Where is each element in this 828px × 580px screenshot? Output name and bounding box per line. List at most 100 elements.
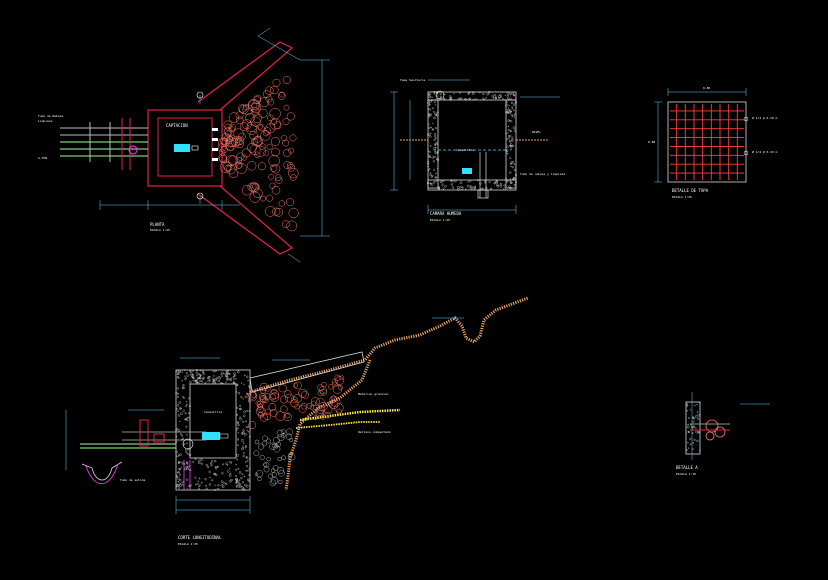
stone — [338, 384, 343, 390]
hatch-dot — [429, 108, 432, 111]
stone — [269, 107, 281, 120]
stone — [262, 435, 268, 441]
stone — [281, 135, 288, 142]
stone — [251, 107, 260, 116]
hatch-dot — [220, 382, 223, 384]
hatch-dot — [459, 97, 462, 100]
hatch-dot — [221, 485, 225, 488]
hatch-dot — [439, 180, 443, 184]
stone — [248, 421, 257, 429]
hatch-dot — [198, 488, 200, 490]
hatch-dot — [510, 101, 513, 104]
hatch-dot — [186, 461, 189, 464]
stone — [283, 148, 292, 157]
hatch-dot — [428, 123, 430, 125]
hatch-dot — [204, 478, 207, 481]
hatch-dot — [442, 187, 445, 190]
hatch-dot — [509, 187, 512, 190]
detail-wall — [685, 401, 701, 455]
hatch-dot — [495, 181, 498, 184]
stone — [288, 167, 299, 179]
hatch-dot — [432, 160, 435, 163]
stone — [259, 97, 269, 108]
hatch-dot — [461, 188, 463, 191]
hatch-dot — [195, 371, 198, 374]
hatch-dot — [506, 152, 509, 155]
plan-gravel-stones — [217, 76, 299, 232]
hatch-dot — [505, 177, 508, 180]
hatch-dot — [199, 374, 202, 377]
hatch-dot — [230, 377, 232, 380]
stone — [287, 453, 296, 461]
stone — [274, 174, 282, 182]
stone — [320, 389, 327, 396]
stone — [245, 113, 255, 123]
hatch-dot — [430, 126, 432, 129]
hatch-dot — [513, 95, 515, 97]
hatch-dot — [482, 92, 485, 95]
hatch-dot — [696, 411, 699, 413]
hatch-dot — [508, 179, 511, 182]
stone — [236, 163, 247, 174]
hatch-dot — [196, 370, 198, 372]
hatch-dot — [178, 473, 181, 476]
hatch-dot — [207, 376, 210, 379]
hatch-dot — [197, 480, 200, 482]
stone — [241, 185, 253, 196]
hatch-dot — [213, 375, 215, 377]
stone — [217, 143, 227, 152]
stone — [228, 123, 237, 132]
hatch-dot — [505, 149, 507, 152]
hatch-dot — [693, 438, 696, 441]
hatch-dot — [206, 465, 210, 468]
hatch-dot — [221, 472, 224, 475]
hatch-dot — [185, 405, 188, 407]
plan-canastilla — [174, 144, 190, 152]
hatch-dot — [692, 426, 695, 429]
hatch-dot — [238, 479, 241, 481]
hatch-dot — [428, 126, 431, 129]
hatch-dot — [687, 447, 690, 449]
stone — [290, 399, 299, 408]
hatch-dot — [508, 98, 510, 101]
hatch-dot — [177, 414, 181, 417]
hatch-dot — [454, 179, 457, 182]
stone — [249, 131, 258, 140]
hatch-dot — [492, 97, 495, 99]
hatch-dot — [211, 479, 214, 482]
hatch-dot — [236, 421, 239, 424]
hatch-dot — [180, 461, 182, 464]
hatch-dot — [182, 437, 184, 440]
hatch-dot — [429, 151, 431, 153]
hatch-dot — [436, 91, 439, 94]
hatch-dot — [473, 99, 475, 101]
stone — [277, 456, 282, 462]
stone — [275, 441, 282, 447]
hatch-dot — [506, 149, 509, 152]
hatch-dot — [237, 444, 239, 447]
hatch-dot — [227, 470, 230, 473]
hatch-dot — [237, 427, 239, 429]
hatch-dot — [515, 181, 517, 184]
hatch-dot — [696, 439, 699, 442]
hatch-dot — [456, 186, 460, 189]
hatch-dot — [428, 113, 431, 116]
hatch-dot — [185, 372, 188, 374]
stone — [266, 457, 271, 462]
hatch-dot — [246, 425, 249, 428]
stone — [272, 436, 280, 444]
hatch-dot — [202, 370, 205, 373]
stone — [269, 182, 276, 189]
hatch-dot — [177, 428, 181, 432]
hatch-dot — [429, 100, 432, 103]
hatch-dot — [184, 412, 187, 415]
hatch-dot — [697, 414, 700, 417]
stone — [274, 444, 279, 449]
hatch-dot — [216, 487, 220, 491]
stone — [293, 393, 303, 403]
detail-scale: ESCALA 1:10 — [676, 472, 696, 476]
detail-hatch-pattern — [685, 401, 701, 452]
stone — [289, 134, 297, 142]
hatch-dot — [221, 371, 224, 375]
hatch-dot — [242, 455, 245, 458]
